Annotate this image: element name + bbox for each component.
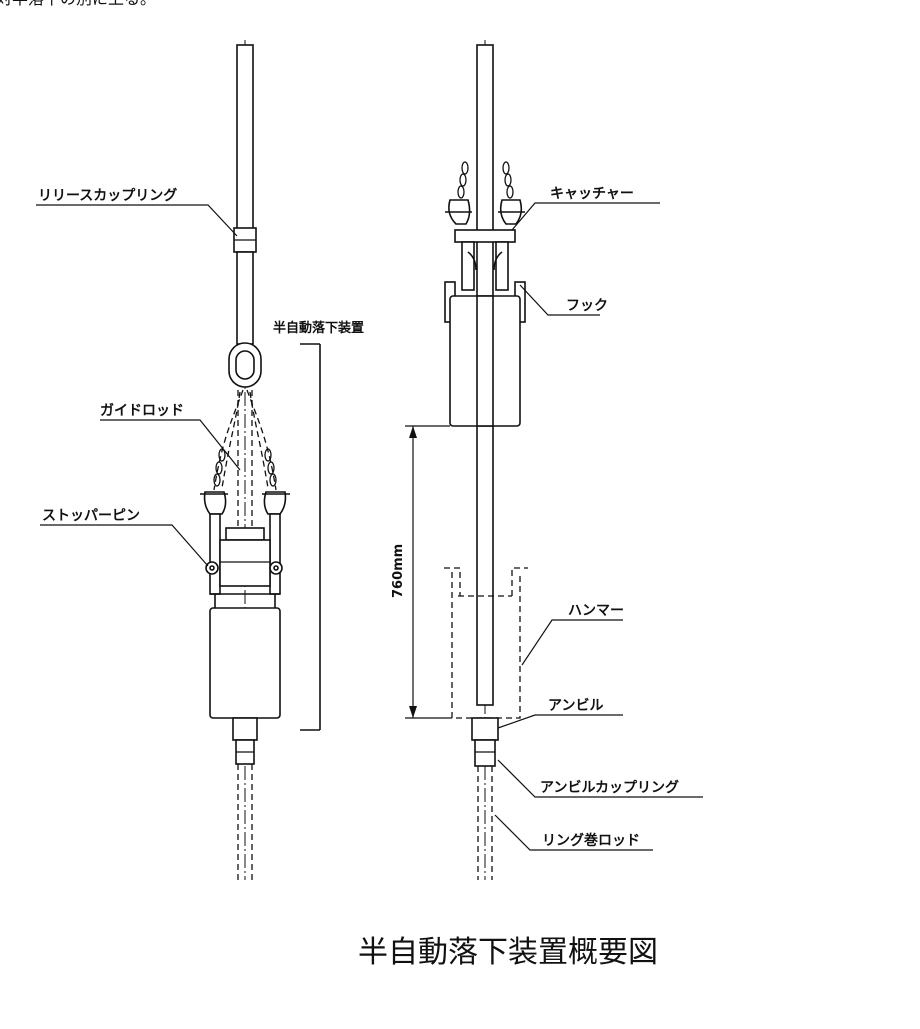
gripper-body bbox=[219, 539, 271, 587]
catcher bbox=[454, 229, 516, 243]
label-drop-height: 760mm bbox=[391, 544, 406, 598]
leader-lines bbox=[36, 202, 703, 851]
catcher-shackle-left bbox=[448, 199, 471, 225]
label-anvil: アンビル bbox=[548, 698, 603, 714]
catcher-chains bbox=[457, 161, 514, 199]
device-bracket bbox=[300, 343, 321, 731]
left-frame-plate bbox=[209, 513, 221, 595]
left-anvil bbox=[232, 717, 258, 741]
gripper-block bbox=[225, 527, 265, 541]
label-hammer: ハンマー bbox=[568, 603, 624, 619]
right-anvil-coupling bbox=[474, 739, 496, 767]
left-hammer bbox=[209, 607, 281, 719]
diagram-caption: 半自動落下装置概要図 bbox=[358, 935, 658, 970]
left-lower-rod bbox=[236, 251, 254, 345]
header-fragment: 対半落下の別に上る。 bbox=[0, 0, 156, 8]
left-chain-links bbox=[213, 448, 277, 487]
drop-height-dimension bbox=[405, 425, 452, 719]
label-ring-rod: リング巻ロッド bbox=[542, 832, 640, 849]
catcher-arm-right bbox=[495, 241, 509, 291]
label-guide-rod: ガイドロッド bbox=[100, 403, 184, 419]
label-catcher: キャッチャー bbox=[550, 186, 634, 202]
label-semi-auto-device: 半自動落下装置 bbox=[273, 320, 364, 336]
hook-right bbox=[493, 251, 503, 271]
right-anvil bbox=[471, 717, 499, 741]
label-stopper-pin: ストッパーピン bbox=[42, 508, 140, 524]
right-assembly bbox=[405, 40, 528, 880]
label-anvil-coupling: アンビルカップリング bbox=[540, 779, 679, 796]
hook-left bbox=[467, 251, 477, 271]
right-frame-plate bbox=[269, 513, 281, 595]
label-release-coupling: リリースカップリング bbox=[38, 187, 177, 204]
catcher-shackle-right bbox=[499, 199, 523, 225]
left-upper-rod bbox=[236, 44, 254, 231]
left-chain-a bbox=[213, 389, 244, 491]
left-assembly bbox=[200, 40, 290, 880]
catcher-arm-left bbox=[461, 241, 475, 291]
label-hook: フック bbox=[566, 298, 608, 314]
left-chain-b bbox=[246, 389, 277, 491]
